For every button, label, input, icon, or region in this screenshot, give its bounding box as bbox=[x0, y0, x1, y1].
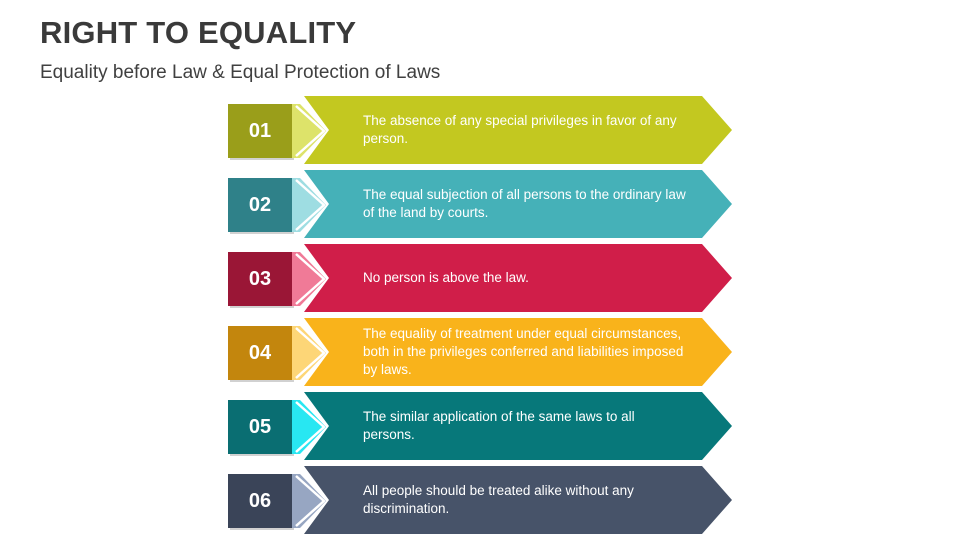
number-tab bbox=[228, 474, 292, 528]
arrow-body bbox=[304, 392, 732, 460]
list-item: 06 All people should be treated alike wi… bbox=[228, 466, 733, 534]
item-text: No person is above the law. bbox=[363, 270, 529, 285]
item-text: All people should be treated alike witho… bbox=[363, 483, 634, 516]
chevron-arrow-icon bbox=[295, 253, 326, 305]
chevron-arrow-icon bbox=[295, 475, 326, 527]
item-number: 06 bbox=[248, 489, 272, 512]
arrow-banner-shape bbox=[228, 244, 732, 312]
slide-subtitle: Equality before Law & Equal Protection o… bbox=[40, 62, 441, 83]
arrow-banner-shape bbox=[228, 318, 732, 386]
chevron-connector bbox=[292, 326, 326, 380]
item-text: The equal subjection of all persons to t… bbox=[363, 187, 686, 220]
chevron-connector bbox=[292, 178, 326, 232]
arrow-banner-shape bbox=[228, 170, 732, 238]
number-tab bbox=[228, 178, 292, 232]
list-item: 01 The absence of any special privileges… bbox=[228, 96, 733, 164]
slide-title: RIGHT TO EQUALITY bbox=[40, 15, 357, 50]
number-tab bbox=[228, 104, 292, 158]
item-text: The equality of treatment under equal ci… bbox=[363, 326, 684, 377]
chevron-connector bbox=[292, 104, 326, 158]
number-tab bbox=[228, 252, 292, 306]
arrow-body bbox=[304, 96, 732, 164]
list-item: 02 The equal subjection of all persons t… bbox=[228, 170, 733, 238]
item-text: The absence of any special privileges in… bbox=[363, 113, 677, 146]
item-number: 01 bbox=[248, 119, 272, 142]
item-number: 05 bbox=[248, 415, 272, 438]
arrow-body bbox=[304, 466, 732, 534]
chevron-connector bbox=[292, 252, 326, 306]
item-number: 04 bbox=[248, 341, 272, 364]
chevron-arrow-icon bbox=[295, 327, 326, 379]
chevron-connector bbox=[292, 474, 326, 528]
number-tab bbox=[228, 326, 292, 380]
chevron-arrow-icon bbox=[295, 105, 326, 157]
arrow-banner-shape bbox=[228, 96, 732, 164]
item-number: 02 bbox=[248, 193, 272, 216]
list-item: 04 The equality of treatment under equal… bbox=[228, 318, 733, 386]
list-item: 03 No person is above the law. bbox=[228, 244, 733, 312]
arrow-banner-shape bbox=[228, 392, 732, 460]
list-item: 05 The similar application of the same l… bbox=[228, 392, 733, 460]
arrow-body bbox=[304, 244, 732, 312]
item-text: The similar application of the same laws… bbox=[363, 409, 635, 442]
number-tab bbox=[228, 400, 292, 454]
arrow-body bbox=[304, 318, 732, 386]
item-number: 03 bbox=[248, 267, 272, 290]
chevron-arrow-icon bbox=[295, 401, 326, 453]
arrow-body bbox=[304, 170, 732, 238]
arrow-banner-shape bbox=[228, 466, 732, 534]
chevron-connector bbox=[292, 400, 326, 454]
chevron-arrow-icon bbox=[295, 179, 326, 231]
